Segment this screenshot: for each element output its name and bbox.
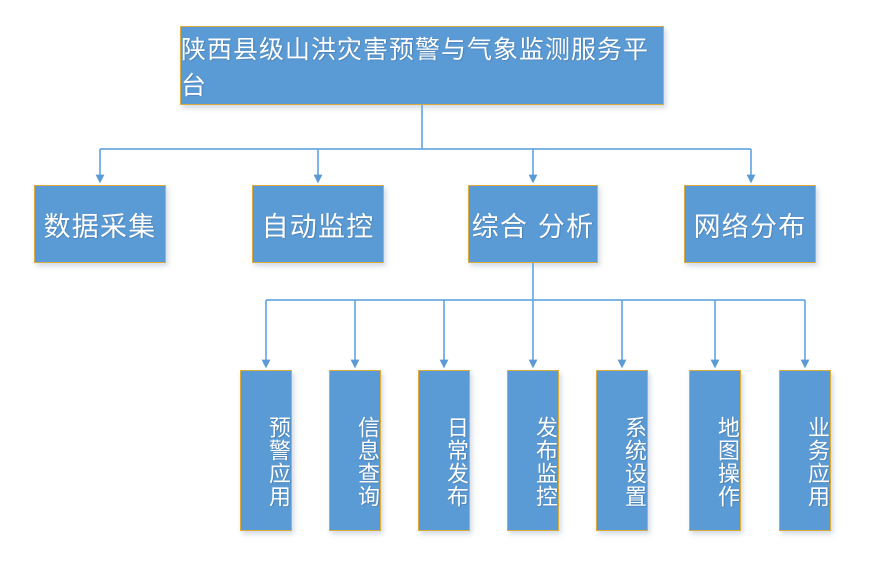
node-label: 发布监控	[532, 415, 557, 508]
node-label: 数据采集	[43, 211, 157, 243]
node-label: 日常发布	[443, 415, 468, 508]
node-xinxi-chaxun[interactable]: 信息查询	[329, 370, 381, 531]
node-yujing-yingyong[interactable]: 预警应用	[240, 370, 292, 531]
node-root-label: 陕西县级山洪灾害预警与气象监测服务平台	[181, 34, 650, 100]
node-label: 地图操作	[714, 415, 739, 508]
node-richang-fabu[interactable]: 日常发布	[418, 370, 470, 531]
node-fabu-jiankong[interactable]: 发布监控	[507, 370, 559, 531]
node-label: 自动监控	[261, 211, 375, 243]
node-root[interactable]: 陕西县级山洪灾害预警与气象监测服务平台	[180, 26, 664, 105]
node-yewu-yingyong[interactable]: 业务应用	[779, 370, 831, 531]
node-wangluo-fenbu[interactable]: 网络分布	[684, 185, 816, 263]
node-ditu-caozuo[interactable]: 地图操作	[689, 370, 741, 531]
node-label: 信息查询	[354, 415, 379, 508]
node-zonghe-fenxi[interactable]: 综合 分析	[468, 185, 598, 263]
node-label: 综合 分析	[471, 211, 595, 243]
node-label: 业务应用	[804, 415, 829, 508]
node-label: 系统设置	[621, 415, 646, 508]
node-xitong-shezhi[interactable]: 系统设置	[596, 370, 648, 531]
node-zidong-jiankong[interactable]: 自动监控	[252, 185, 384, 263]
node-label: 网络分布	[693, 211, 807, 243]
node-shuju-caiji[interactable]: 数据采集	[34, 185, 166, 263]
node-label: 预警应用	[265, 415, 290, 508]
